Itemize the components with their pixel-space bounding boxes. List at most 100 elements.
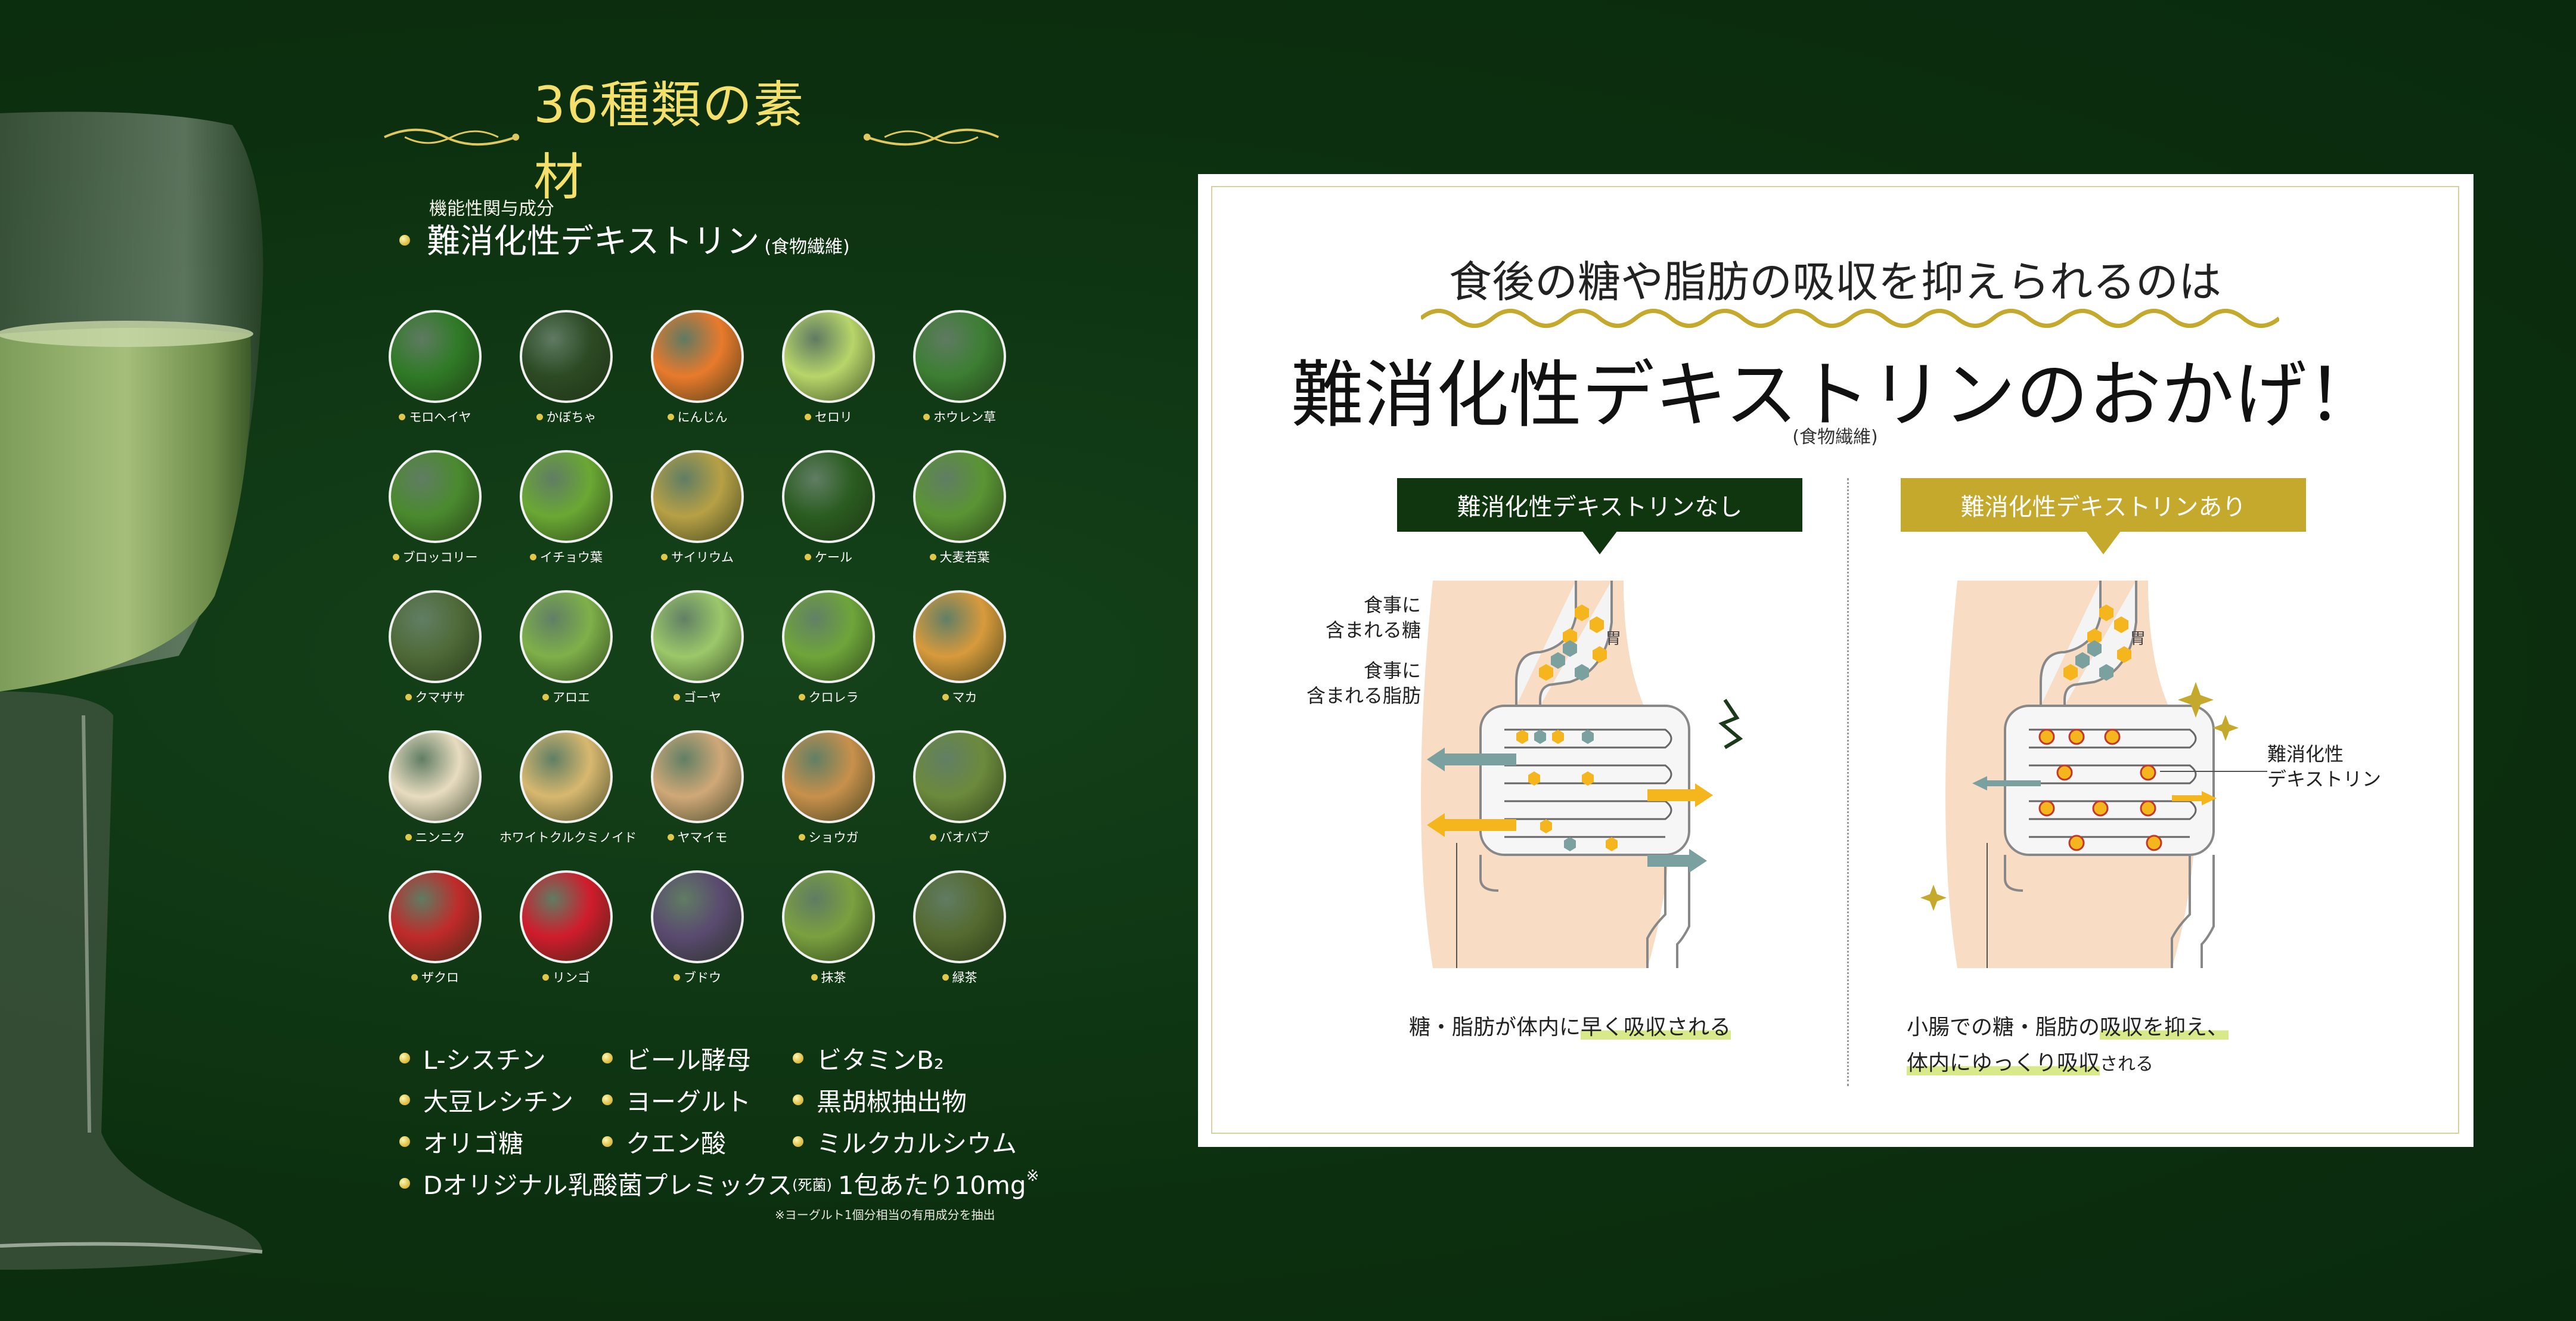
ingredient-item: ニンニク xyxy=(375,730,495,846)
ingredient-photo xyxy=(651,590,744,683)
bullet-icon xyxy=(530,553,536,560)
ingredient-photo xyxy=(651,730,744,823)
ingredient-label: ブロッコリー xyxy=(375,548,495,566)
list-item: 大豆レシチン xyxy=(399,1082,602,1118)
footnote: ※ヨーグルト1個分相当の有用成分を抽出 xyxy=(775,1208,995,1222)
heading-title: 36種類の素材 xyxy=(533,76,805,206)
squiggle-underline-icon xyxy=(1421,309,2279,328)
bullet-icon xyxy=(411,973,418,981)
ingredient-label: ニンニク xyxy=(375,828,495,846)
bullet-icon xyxy=(667,833,674,841)
ingredient-item: 緑茶 xyxy=(900,870,1019,986)
ingredient-label: ブドウ xyxy=(638,968,757,986)
ingredient-item: ザクロ xyxy=(375,870,495,986)
fat-label: 食事に含まれる脂肪 xyxy=(1306,659,1421,707)
ornament-right-icon xyxy=(863,128,999,146)
ingredient-photo xyxy=(520,730,613,823)
bullet-icon xyxy=(399,1178,410,1189)
ingredient-item: サイリウム xyxy=(638,450,757,566)
list-item: オリゴ糖 xyxy=(399,1124,602,1160)
ingredient-photo xyxy=(782,450,875,543)
ingredient-label: モロヘイヤ xyxy=(375,408,495,426)
bullet-icon xyxy=(929,553,936,560)
bullet-icon xyxy=(405,693,412,700)
functional-name: 難消化性デキストリン xyxy=(427,222,760,261)
ingredient-item: ホワイトクルクミノイド xyxy=(499,730,637,846)
ingredient-row: オリゴ糖 クエン酸 ミルクカルシウム xyxy=(399,1121,1039,1162)
ingredient-item: セロリ xyxy=(769,310,888,426)
bullet-icon xyxy=(923,413,930,420)
ingredient-label: かぼちゃ xyxy=(507,408,626,426)
ingredient-label: セロリ xyxy=(769,408,888,426)
ingredient-photo xyxy=(520,310,613,403)
bullet-icon xyxy=(805,413,811,420)
bullet-icon xyxy=(542,973,549,981)
intestine-diagram-without: 胃 xyxy=(1421,581,1743,968)
dextrin-label: 難消化性デキストリン xyxy=(2267,743,2382,790)
dextrin-dots xyxy=(2038,728,2162,851)
bullet-icon xyxy=(942,693,949,700)
functional-name-sub: (食物繊維) xyxy=(764,237,850,258)
ingredient-photo xyxy=(782,730,875,823)
ingredient-photo xyxy=(782,590,875,683)
list-item: L-シスチン xyxy=(399,1040,602,1077)
ingredient-label: 抹茶 xyxy=(769,968,888,986)
ingredient-label: にんじん xyxy=(638,408,757,426)
ingredient-label: サイリウム xyxy=(638,548,757,566)
panel-frame: 食後の糖や脂肪の吸収を抑えられるのは 難消化性デキストリンのおかげ！ (食物繊維… xyxy=(1211,186,2459,1134)
ingredient-label: ホウレン草 xyxy=(900,408,1019,426)
bullet-icon xyxy=(661,553,668,560)
tag-with-dextrin: 難消化性デキストリンあり xyxy=(1901,478,2306,532)
bullet-icon xyxy=(667,413,674,420)
ingredient-label: 緑茶 xyxy=(900,968,1019,986)
ingredient-label: クマザサ xyxy=(375,688,495,706)
ingredient-label: リンゴ xyxy=(507,968,626,986)
bullet-icon xyxy=(674,973,680,981)
ingredient-photo xyxy=(782,310,875,403)
ingredient-row: L-シスチン ビール酵母 ビタミンB₂ xyxy=(399,1037,1039,1079)
ingredient-photo xyxy=(651,870,744,963)
list-item: Dオリジナル乳酸菌プレミックス(死菌)1包あたり10mg※ xyxy=(399,1165,1039,1202)
panel-subtitle: (食物繊維) xyxy=(1792,427,1878,448)
bullet-icon xyxy=(405,833,412,841)
ingredient-item: アロエ xyxy=(507,590,626,706)
bullet-icon xyxy=(793,1094,803,1105)
ingredient-label: ヤマイモ xyxy=(638,828,757,846)
green-juice-glass xyxy=(0,111,263,1270)
ingredient-item: ブドウ xyxy=(638,870,757,986)
bullet-icon xyxy=(392,553,399,560)
ingredient-label: ホワイトクルクミノイド xyxy=(499,830,637,845)
bullet-icon xyxy=(793,1053,803,1063)
ingredient-item: クマザサ xyxy=(375,590,495,706)
ingredient-label: ザクロ xyxy=(375,968,495,986)
fat-dots xyxy=(1534,640,1594,851)
bullet-icon xyxy=(798,833,805,841)
ingredient-item: 抹茶 xyxy=(769,870,888,986)
ingredient-photo xyxy=(913,450,1006,543)
ingredient-label: ショウガ xyxy=(769,828,888,846)
divider xyxy=(1847,478,1849,1086)
bullet-icon xyxy=(602,1136,613,1147)
ingredient-photo xyxy=(389,590,482,683)
stomach-label: 胃 xyxy=(1606,630,1621,648)
ingredient-photo xyxy=(913,310,1006,403)
panel-title: 難消化性デキストリンのおかげ！ xyxy=(1290,353,2380,438)
ingredient-item: バオバブ xyxy=(900,730,1019,846)
ingredient-row: 大豆レシチン ヨーグルト 黒胡椒抽出物 xyxy=(399,1079,1039,1121)
sugar-label: 食事に含まれる糖 xyxy=(1325,594,1421,641)
list-item: ビタミンB₂ xyxy=(793,1040,944,1077)
ingredient-item: マカ xyxy=(900,590,1019,706)
bullet-icon xyxy=(798,693,805,700)
ingredients-heading: 36種類の素材 xyxy=(381,76,1001,206)
ingredient-label: ケール xyxy=(769,548,888,566)
ingredient-row-last: Dオリジナル乳酸菌プレミックス(死菌)1包あたり10mg※ xyxy=(399,1162,1039,1204)
ingredient-photo xyxy=(520,870,613,963)
list-item: ビール酵母 xyxy=(602,1040,793,1077)
ingredient-photo xyxy=(913,590,1006,683)
ingredient-item: かぼちゃ xyxy=(507,310,626,426)
ingredient-photo xyxy=(389,870,482,963)
ingredient-item: クロレラ xyxy=(769,590,888,706)
list-item: クエン酸 xyxy=(602,1124,793,1160)
ornament-left-icon xyxy=(384,128,520,146)
bullet-icon xyxy=(602,1053,613,1063)
